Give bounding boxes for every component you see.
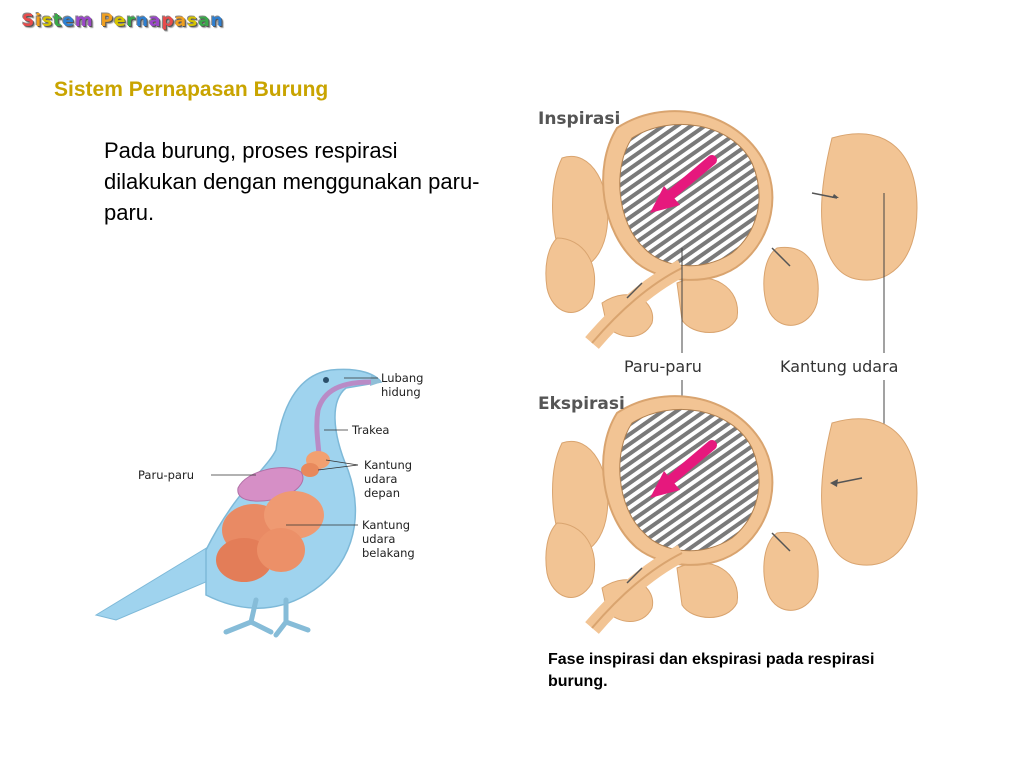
label-kantung-belakang-2: udara [362,532,395,546]
wordart-letter: a [149,11,162,31]
wordart-letter [94,11,101,31]
wordart-letter: a [198,11,211,31]
wordart-letter: e [62,11,75,31]
body-paragraph: Pada burung, proses respirasi dilakukan … [104,138,480,225]
wordart-letter: S [22,11,36,31]
wordart-letter: r [126,11,136,31]
inspirasi-panel: Inspirasi [538,109,918,349]
label-kantung-depan-1: Kantung [364,458,412,472]
lung-diagram-figure: Inspirasi Paru-paru Kantung udara Ekspir… [538,109,918,634]
label-kantung-belakang-3: belakang [362,546,415,560]
wordart-letter: s [187,11,199,31]
wordart-letter: p [161,11,175,31]
label-trakea: Trakea [351,423,389,437]
label-kantung-depan-3: depan [364,486,400,500]
bird-eye-icon [323,377,329,383]
wordart-letter: n [135,11,150,31]
wordart-title: Sistem Pernapasan [22,11,224,31]
ekspirasi-panel: Ekspirasi [538,394,918,634]
label-kantung-depan-2: udara [364,472,397,486]
label-lubang-1: Lubang [381,371,423,385]
label-inspirasi: Inspirasi [538,109,620,129]
label-lubang-2: hidung [381,385,421,399]
wordart-letter: P [100,11,114,31]
wordart-letter: t [53,11,63,31]
label-kantung-udara: Kantung udara [780,357,898,376]
wordart-letter: m [74,11,94,31]
wordart-letter: s [42,11,54,31]
slide-title: Sistem Pernapasan Burung [54,78,329,101]
label-paru-paru: Paru-paru [138,468,194,482]
figure-caption: Fase inspirasi dan ekspirasi pada respir… [548,651,875,691]
label-kantung-belakang-1: Kantung [362,518,410,532]
wordart-letter: e [113,11,127,31]
wordart-letter: n [210,11,224,31]
wordart-letter: i [35,11,43,31]
wordart-letter: a [174,11,188,31]
label-ekspirasi: Ekspirasi [538,394,625,414]
label-paru-paru-diagram: Paru-paru [624,357,702,376]
